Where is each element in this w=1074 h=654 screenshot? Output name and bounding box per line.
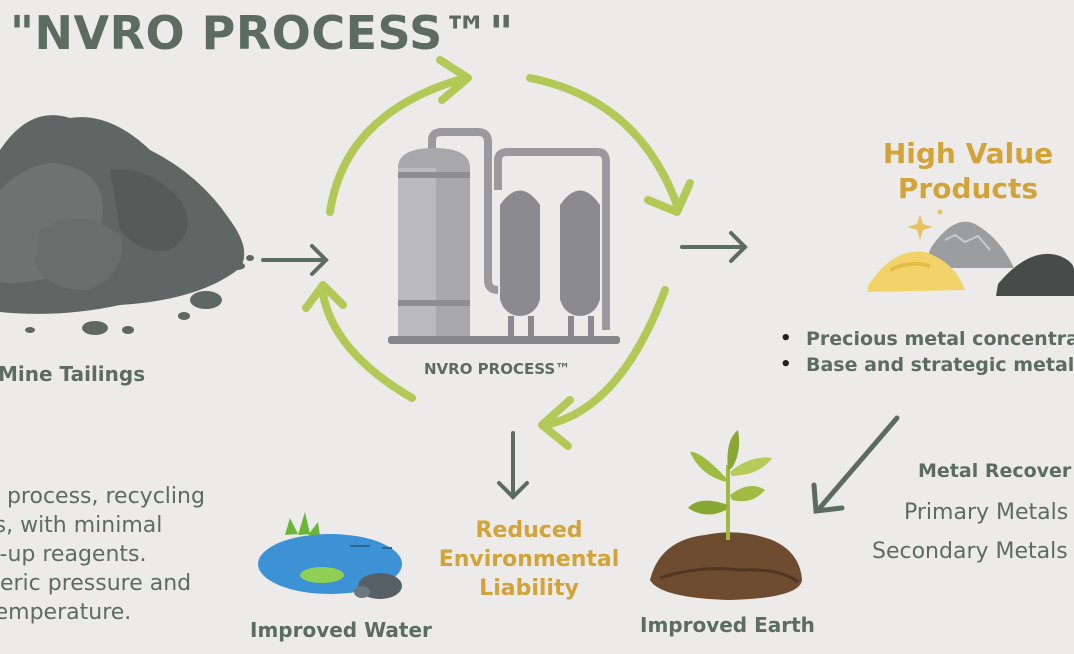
arrow-to-products [680,231,748,263]
arrow-to-earth [811,415,900,514]
improved-earth-label: Improved Earth [640,613,815,637]
description-line: ts, with minimal [0,513,163,538]
product-bullets: Precious metal concentra Base and strate… [780,326,1074,378]
process-plant-icon [388,128,620,344]
products-title-line-1: High Value [882,137,1054,170]
description-line: e-up reagents. [0,542,147,567]
mine-tailings-label: Mine Tailings [0,362,146,386]
seedling-icon [650,430,802,600]
bullet-item: Precious metal concentra [780,326,1074,352]
ore-piles-icon [867,209,1074,296]
primary-metals-label: Primary Metals [904,500,1069,525]
nvro-process-label: NVRO PROCESS™ [424,360,571,378]
products-title-line-2: Products [897,172,1039,205]
liability-line-1: Reduced [475,518,583,543]
arrow-down-to-liability [497,431,529,500]
bullet-item: Base and strategic metal [780,352,1074,378]
process-description: p process, recycling ts, with minimal e-… [0,482,205,627]
description-line: temperature. [0,600,132,625]
secondary-metals-label: Secondary Metals [872,539,1068,564]
liability-line-2: Environmental [438,547,620,572]
liability-label: Reduced Environmental Liability [426,516,632,603]
description-line: p process, recycling [0,484,205,509]
liability-line-3: Liability [479,576,579,601]
improved-water-label: Improved Water [250,618,432,642]
mine-tailings-pile-icon [0,115,254,335]
cycle-arrows [302,56,694,450]
page-title: "NVRO PROCESS™" [10,6,514,60]
metal-recovery-title: Metal Recover [918,460,1072,482]
pond-icon [258,512,402,599]
products-title: High Value Products [868,136,1068,206]
description-line: heric pressure and [0,571,192,596]
arrow-to-process [261,244,329,276]
